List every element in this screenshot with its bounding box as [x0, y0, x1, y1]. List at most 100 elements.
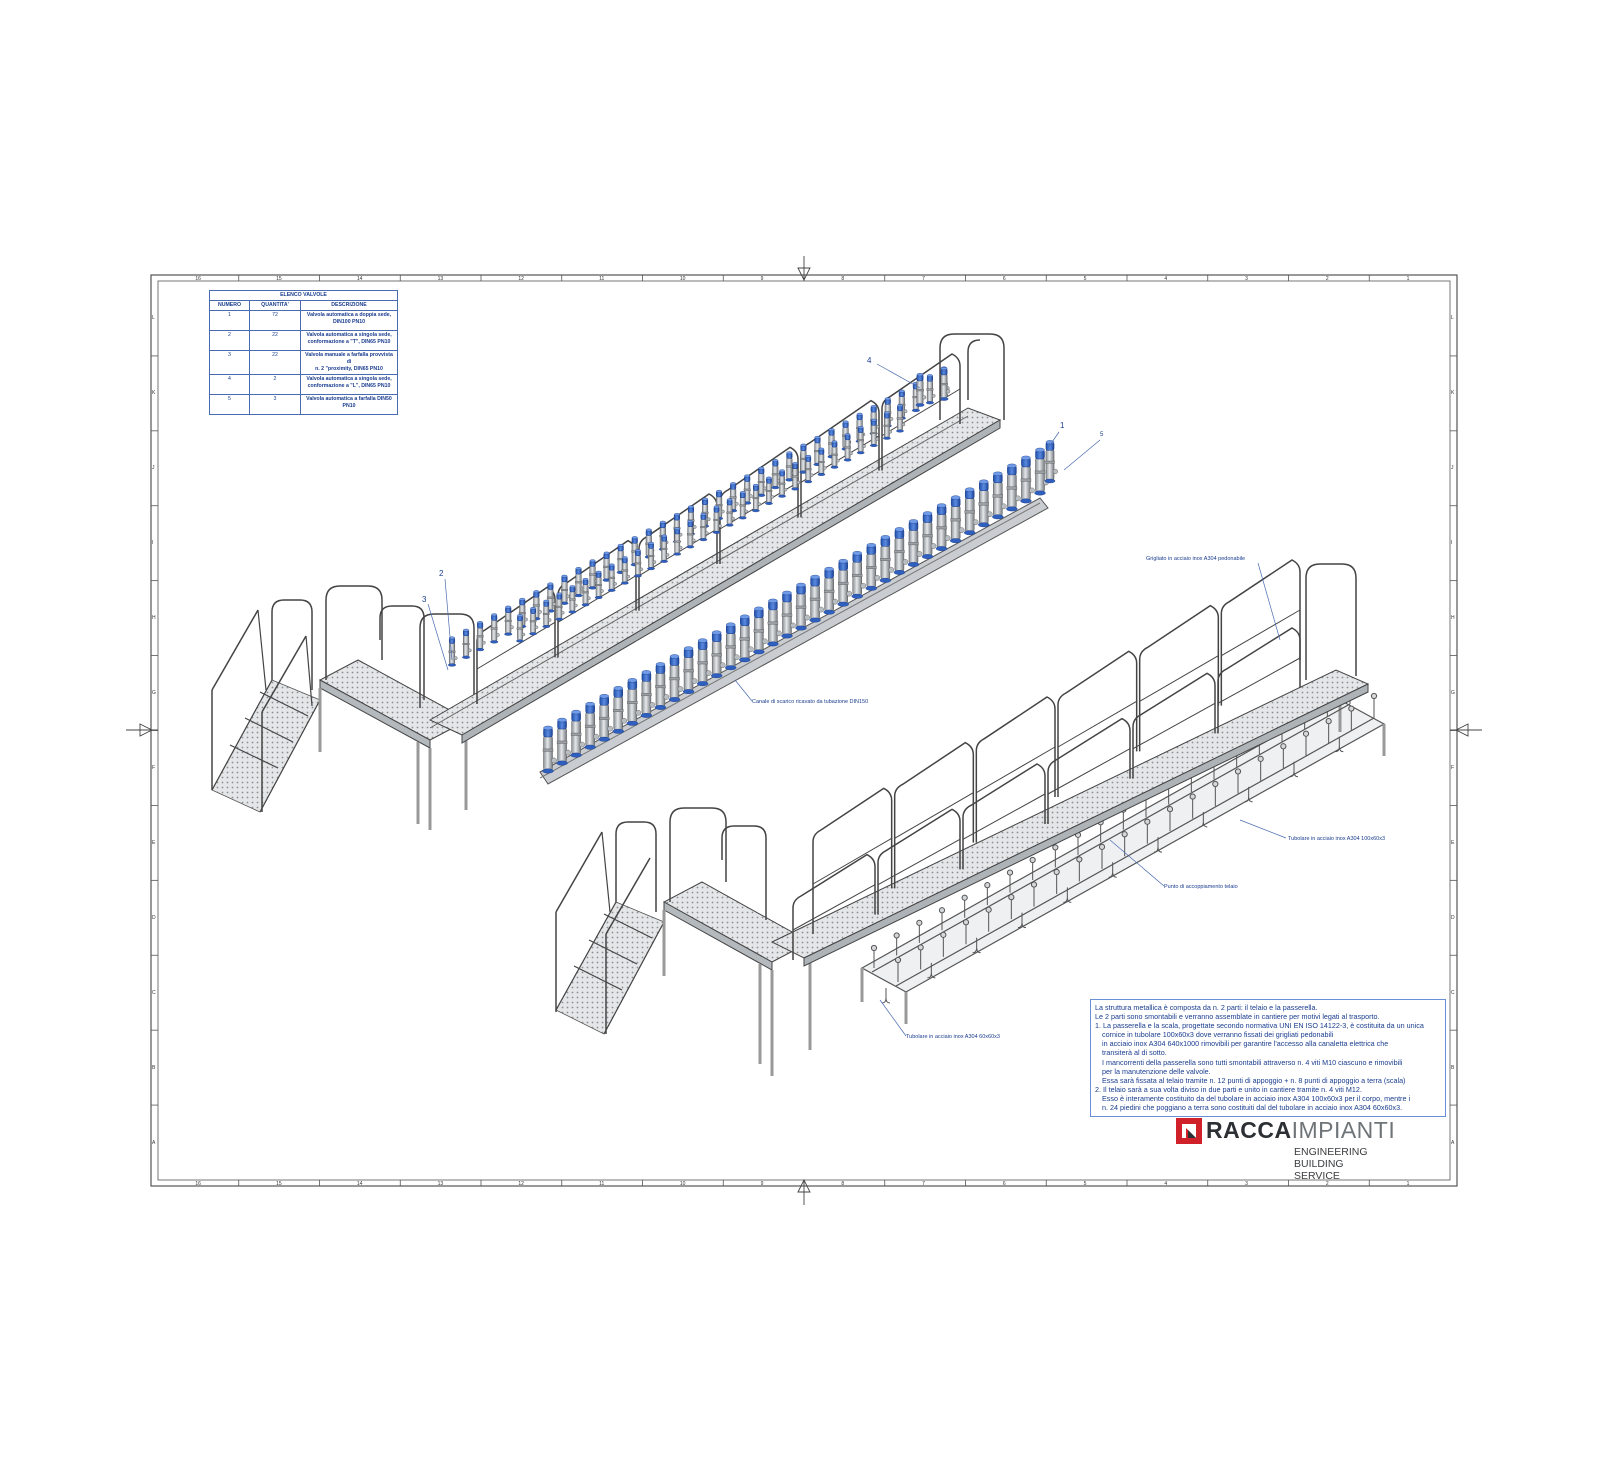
frame-col-label: 2: [1325, 1181, 1329, 1187]
frame-col-label: 3: [1245, 1181, 1248, 1187]
desc-line: conformazione a "T", DIN65 PN10: [307, 339, 391, 346]
frame-row-label: J: [1451, 465, 1454, 472]
note-line: 1. La passerella e la scala, progettate …: [1095, 1021, 1424, 1031]
frame-col-label: 3: [1245, 276, 1248, 282]
note-line: n. 24 piedini che poggiano a terra sono …: [1102, 1103, 1403, 1113]
frame-col-label: 16: [195, 276, 201, 282]
logo-tagline: ENGINEERING BUILDING SERVICE: [1294, 1146, 1368, 1182]
frame-row-label: A: [152, 1139, 156, 1146]
frame-col-label: 15: [276, 276, 282, 282]
table-row: 1 72 Valvola automatica a doppia sede,DI…: [209, 310, 398, 332]
frame-row-label: C: [152, 989, 156, 996]
frame-row-label: E: [152, 839, 156, 846]
frame-col-label: 4: [1164, 276, 1168, 282]
frame-col-label: 12: [518, 276, 524, 282]
frame-col-label: 4: [1164, 1181, 1168, 1187]
frame-ticks: [151, 275, 1457, 1186]
desc-line: conformazione a "L", DIN65 PN10: [307, 383, 391, 390]
callout-tubolare-100: Tubolare in acciaio inox A304 100x60x3: [1288, 836, 1386, 842]
note-line: Esso è interamente costituito da del tub…: [1102, 1093, 1411, 1103]
item-number-1: 1: [1060, 421, 1065, 430]
cell-quantity: 3: [249, 394, 301, 416]
frame-col-label: 13: [437, 276, 444, 282]
cell-number: 2: [209, 330, 250, 352]
note-line: Essa sarà fissata al telaio tramite n. 1…: [1102, 1075, 1406, 1085]
cell-number: 4: [209, 374, 250, 396]
desc-line: Valvola manuale a farfalla provvista di: [305, 352, 393, 366]
centering-marks: [126, 256, 1482, 1205]
frame-col-label: 10: [679, 276, 686, 282]
callout-accoppiamento: Punto di accoppiamento telaio: [1164, 884, 1238, 890]
brand-light: IMPIANTI: [1291, 1117, 1396, 1143]
frame-row-label: G: [1451, 690, 1455, 697]
upper-stair: [211, 599, 321, 813]
frame-col-label: 14: [356, 276, 363, 282]
note-line: 2. Il telaio sarà a sua volta diviso in …: [1095, 1084, 1362, 1094]
frame-row-label: F: [1451, 764, 1455, 771]
valve-row-back: [448, 366, 950, 667]
item-number-4: 4: [867, 356, 872, 365]
desc-line: Valvola automatica a singola sede,: [306, 376, 392, 383]
leader-lines: [427, 363, 1287, 1037]
tagline-line: SERVICE: [1294, 1170, 1340, 1182]
frame-row-label: J: [152, 465, 155, 472]
frame-row-label: G: [152, 690, 156, 697]
note-line: in acciaio inox A304 640x1000 rimovibili…: [1102, 1039, 1389, 1049]
frame-col-label: 1: [1406, 276, 1410, 282]
frame-col-label: 6: [1002, 276, 1006, 282]
frame-row-label: D: [152, 914, 156, 921]
upper-walkway-deck: [428, 407, 1002, 744]
valve-list-table: ELENCO VALVOLE NUMERO QUANTITA' DESCRIZI…: [209, 289, 398, 416]
frame-row-label: D: [1451, 914, 1455, 921]
frame-col-label: 7: [922, 276, 925, 282]
table-title: ELENCO VALVOLE: [209, 289, 398, 302]
cell-number: 5: [209, 394, 250, 416]
frame-row-label: K: [152, 390, 156, 397]
cell-description: Valvola automatica a singola sede,confor…: [300, 374, 398, 396]
frame-col-label: 11: [599, 276, 605, 282]
frame-col-label: 9: [760, 276, 764, 282]
lower-walkway-deck: [770, 669, 1370, 967]
note-line: Le 2 parti sono smontabili e verranno as…: [1095, 1012, 1380, 1022]
frame-row-label: F: [152, 764, 156, 771]
item-number-5: 5: [1100, 432, 1104, 438]
frame-col-label: 1: [1406, 1181, 1410, 1187]
callout-tubolare-60: Tubolare in acciaio inox A304 60x60x3: [906, 1034, 1000, 1040]
frame-col-label: 6: [1002, 1181, 1006, 1187]
upper-end-rails: [939, 333, 1005, 420]
frame-col-label: 15: [276, 1181, 282, 1187]
frame-row-label: A: [1451, 1139, 1455, 1146]
cell-quantity: 22: [249, 350, 301, 376]
lower-stair: [555, 821, 665, 1035]
frame-col-label: 8: [841, 276, 845, 282]
cell-quantity: 22: [249, 330, 301, 352]
cell-number: 1: [209, 310, 250, 332]
racca-impianti-logo: [1176, 1118, 1202, 1144]
construction-notes: La struttura metallica è composta da n. …: [1090, 999, 1446, 1117]
tagline-line: ENGINEERING: [1294, 1146, 1368, 1158]
frame-row-label: L: [1451, 315, 1454, 322]
note-line: I mancorrenti della passerella sono tutt…: [1102, 1057, 1403, 1067]
frame-row-label: B: [1451, 1064, 1455, 1071]
frame-row-label: E: [1451, 839, 1455, 846]
note-line: per la manutenzione delle valvole.: [1102, 1066, 1211, 1076]
table-row: 2 22 Valvola automatica a singola sede,c…: [209, 330, 398, 352]
frame-row-label: I: [152, 540, 154, 547]
frame-row-label: H: [152, 615, 156, 622]
frame-row-label: I: [1451, 540, 1453, 547]
frame-col-label: 10: [679, 1181, 686, 1187]
logo-wordmark: RACCAIMPIANTI: [1206, 1117, 1395, 1144]
frame-row-label: B: [152, 1064, 156, 1071]
item-number-3: 3: [422, 595, 427, 604]
logo-mark-icon: [1176, 1118, 1202, 1144]
callout-grigliato: Grigliato in acciaio inox A304 pedonabil…: [1146, 556, 1246, 562]
frame-col-label: 11: [599, 1181, 605, 1187]
frame-row-label: L: [152, 315, 155, 322]
table-row: 4 2 Valvola automatica a singola sede,co…: [209, 374, 398, 396]
cell-description: Valvola automatica a singola sede,confor…: [300, 330, 398, 352]
frame-col-label: 16: [195, 1181, 201, 1187]
brand-bold: RACCA: [1206, 1117, 1292, 1143]
